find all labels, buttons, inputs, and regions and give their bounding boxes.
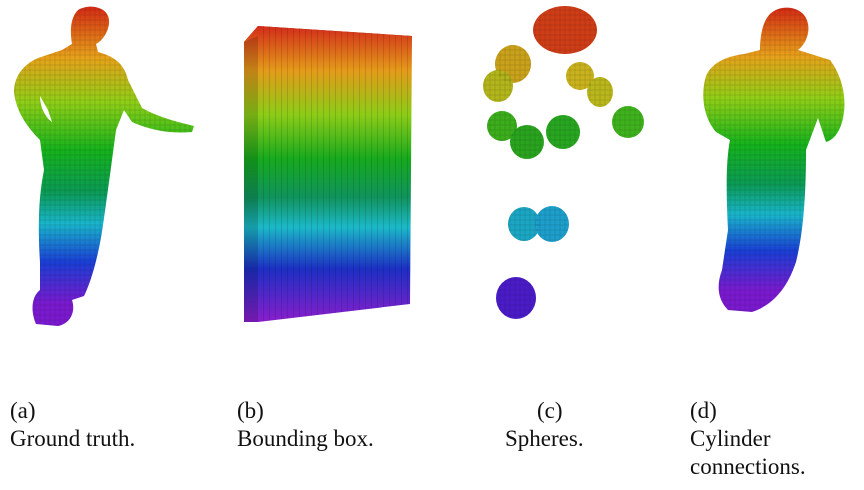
- bounding-box-figure: [244, 26, 412, 322]
- caption-panel-a: (a) Ground truth.: [10, 397, 135, 453]
- ground-truth-figure: [14, 6, 194, 326]
- panel-label: (a): [10, 398, 36, 423]
- panel-label: (c): [537, 398, 563, 423]
- spheres-figure: [483, 6, 644, 319]
- panel-caption: Cylinder connections.: [690, 426, 806, 479]
- caption-panel-d: (d) Cylinder connections.: [690, 397, 860, 481]
- panel-caption: Bounding box.: [237, 426, 374, 451]
- figure-images: [14, 6, 845, 326]
- caption-panel-b: (b) Bounding box.: [237, 397, 374, 453]
- caption-panel-c: (c) Spheres.: [505, 397, 584, 453]
- panel-caption: Ground truth.: [10, 426, 136, 451]
- voxel-figure: [14, 6, 845, 326]
- panel-label: (b): [237, 398, 264, 423]
- panel-caption: Spheres.: [505, 426, 584, 451]
- panel-label: (d): [690, 398, 717, 423]
- cylinder-connections-figure: [703, 7, 845, 312]
